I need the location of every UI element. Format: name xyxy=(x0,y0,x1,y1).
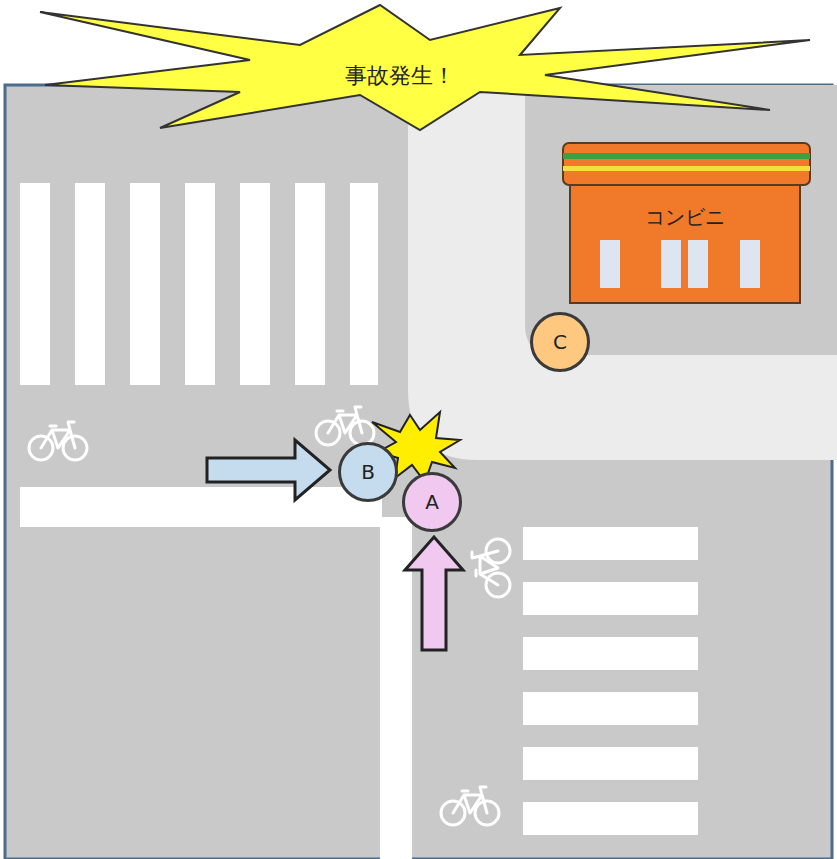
sidewalk xyxy=(408,85,837,460)
motion-arrow xyxy=(207,440,330,500)
motion-arrow xyxy=(405,537,463,650)
bicycle-icon xyxy=(472,539,510,597)
burst-shape xyxy=(40,5,810,130)
node-text: コンビニ xyxy=(645,204,725,231)
crosswalk xyxy=(20,183,378,385)
store-building xyxy=(563,143,810,303)
crosswalk xyxy=(523,527,698,835)
store-label-box: コンビニ xyxy=(595,200,775,235)
bicycle-icon xyxy=(316,407,374,445)
person-circle: B xyxy=(338,442,398,502)
stop-line xyxy=(20,487,382,527)
bicycle-icon xyxy=(441,787,499,825)
bicycle-icon xyxy=(29,422,87,460)
title-burst: 事故発生！ xyxy=(300,56,500,96)
node-text: B xyxy=(361,460,375,484)
node-text: 事故発生！ xyxy=(345,61,455,91)
node-text: C xyxy=(553,330,567,354)
node-text: A xyxy=(425,490,439,514)
person-circle: A xyxy=(402,472,462,532)
person-circle: C xyxy=(530,312,590,372)
